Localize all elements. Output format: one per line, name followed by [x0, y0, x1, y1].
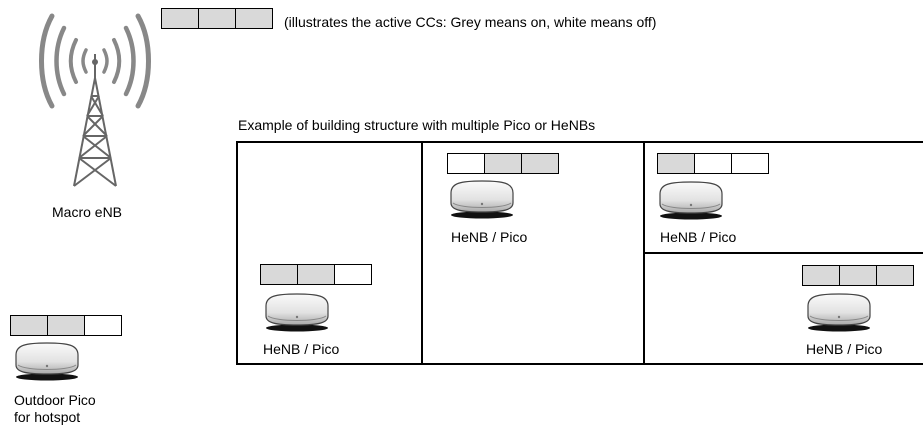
cc-segment — [161, 8, 199, 29]
pico-icon — [12, 341, 82, 381]
cc-segment — [47, 315, 85, 336]
pico-icon — [262, 292, 332, 332]
cc-segment — [876, 265, 914, 286]
cc-segment — [260, 264, 298, 285]
pico-icon — [447, 179, 517, 219]
room4-label: HeNB / Pico — [806, 341, 883, 357]
cc-segment — [694, 153, 732, 174]
cc-segment — [447, 153, 485, 174]
pico-icon — [656, 180, 726, 220]
macro-enb-tower-icon — [34, 6, 156, 192]
room3-label: HeNB / Pico — [660, 229, 737, 245]
building-caption: Example of building structure with multi… — [238, 117, 596, 133]
cc-segment — [839, 265, 877, 286]
cc-segment — [198, 8, 236, 29]
cc-segment — [297, 264, 335, 285]
room3-cc-bar — [657, 153, 769, 174]
cc-segment — [484, 153, 522, 174]
outdoor-cc-bar — [10, 315, 122, 336]
outdoor-label-line1: Outdoor Pico — [14, 392, 96, 408]
cc-segment — [10, 315, 48, 336]
pico-icon — [804, 292, 874, 332]
legend-cc-bar — [161, 8, 273, 29]
building-outline — [236, 141, 923, 365]
wall-divider — [421, 141, 423, 365]
cc-segment — [235, 8, 273, 29]
room2-cc-bar — [447, 153, 559, 174]
room1-cc-bar — [260, 264, 372, 285]
cc-segment — [802, 265, 840, 286]
macro-enb-label: Macro eNB — [52, 204, 123, 220]
cc-segment — [731, 153, 769, 174]
floor-divider — [643, 252, 923, 254]
cc-segment — [84, 315, 122, 336]
cc-segment — [657, 153, 695, 174]
room2-label: HeNB / Pico — [451, 229, 528, 245]
legend-text: (illustrates the active CCs: Grey means … — [284, 14, 657, 30]
outdoor-label-line2: for hotspot — [14, 409, 81, 425]
room1-label: HeNB / Pico — [263, 341, 340, 357]
cc-segment — [521, 153, 559, 174]
cc-segment — [334, 264, 372, 285]
room4-cc-bar — [802, 265, 914, 286]
